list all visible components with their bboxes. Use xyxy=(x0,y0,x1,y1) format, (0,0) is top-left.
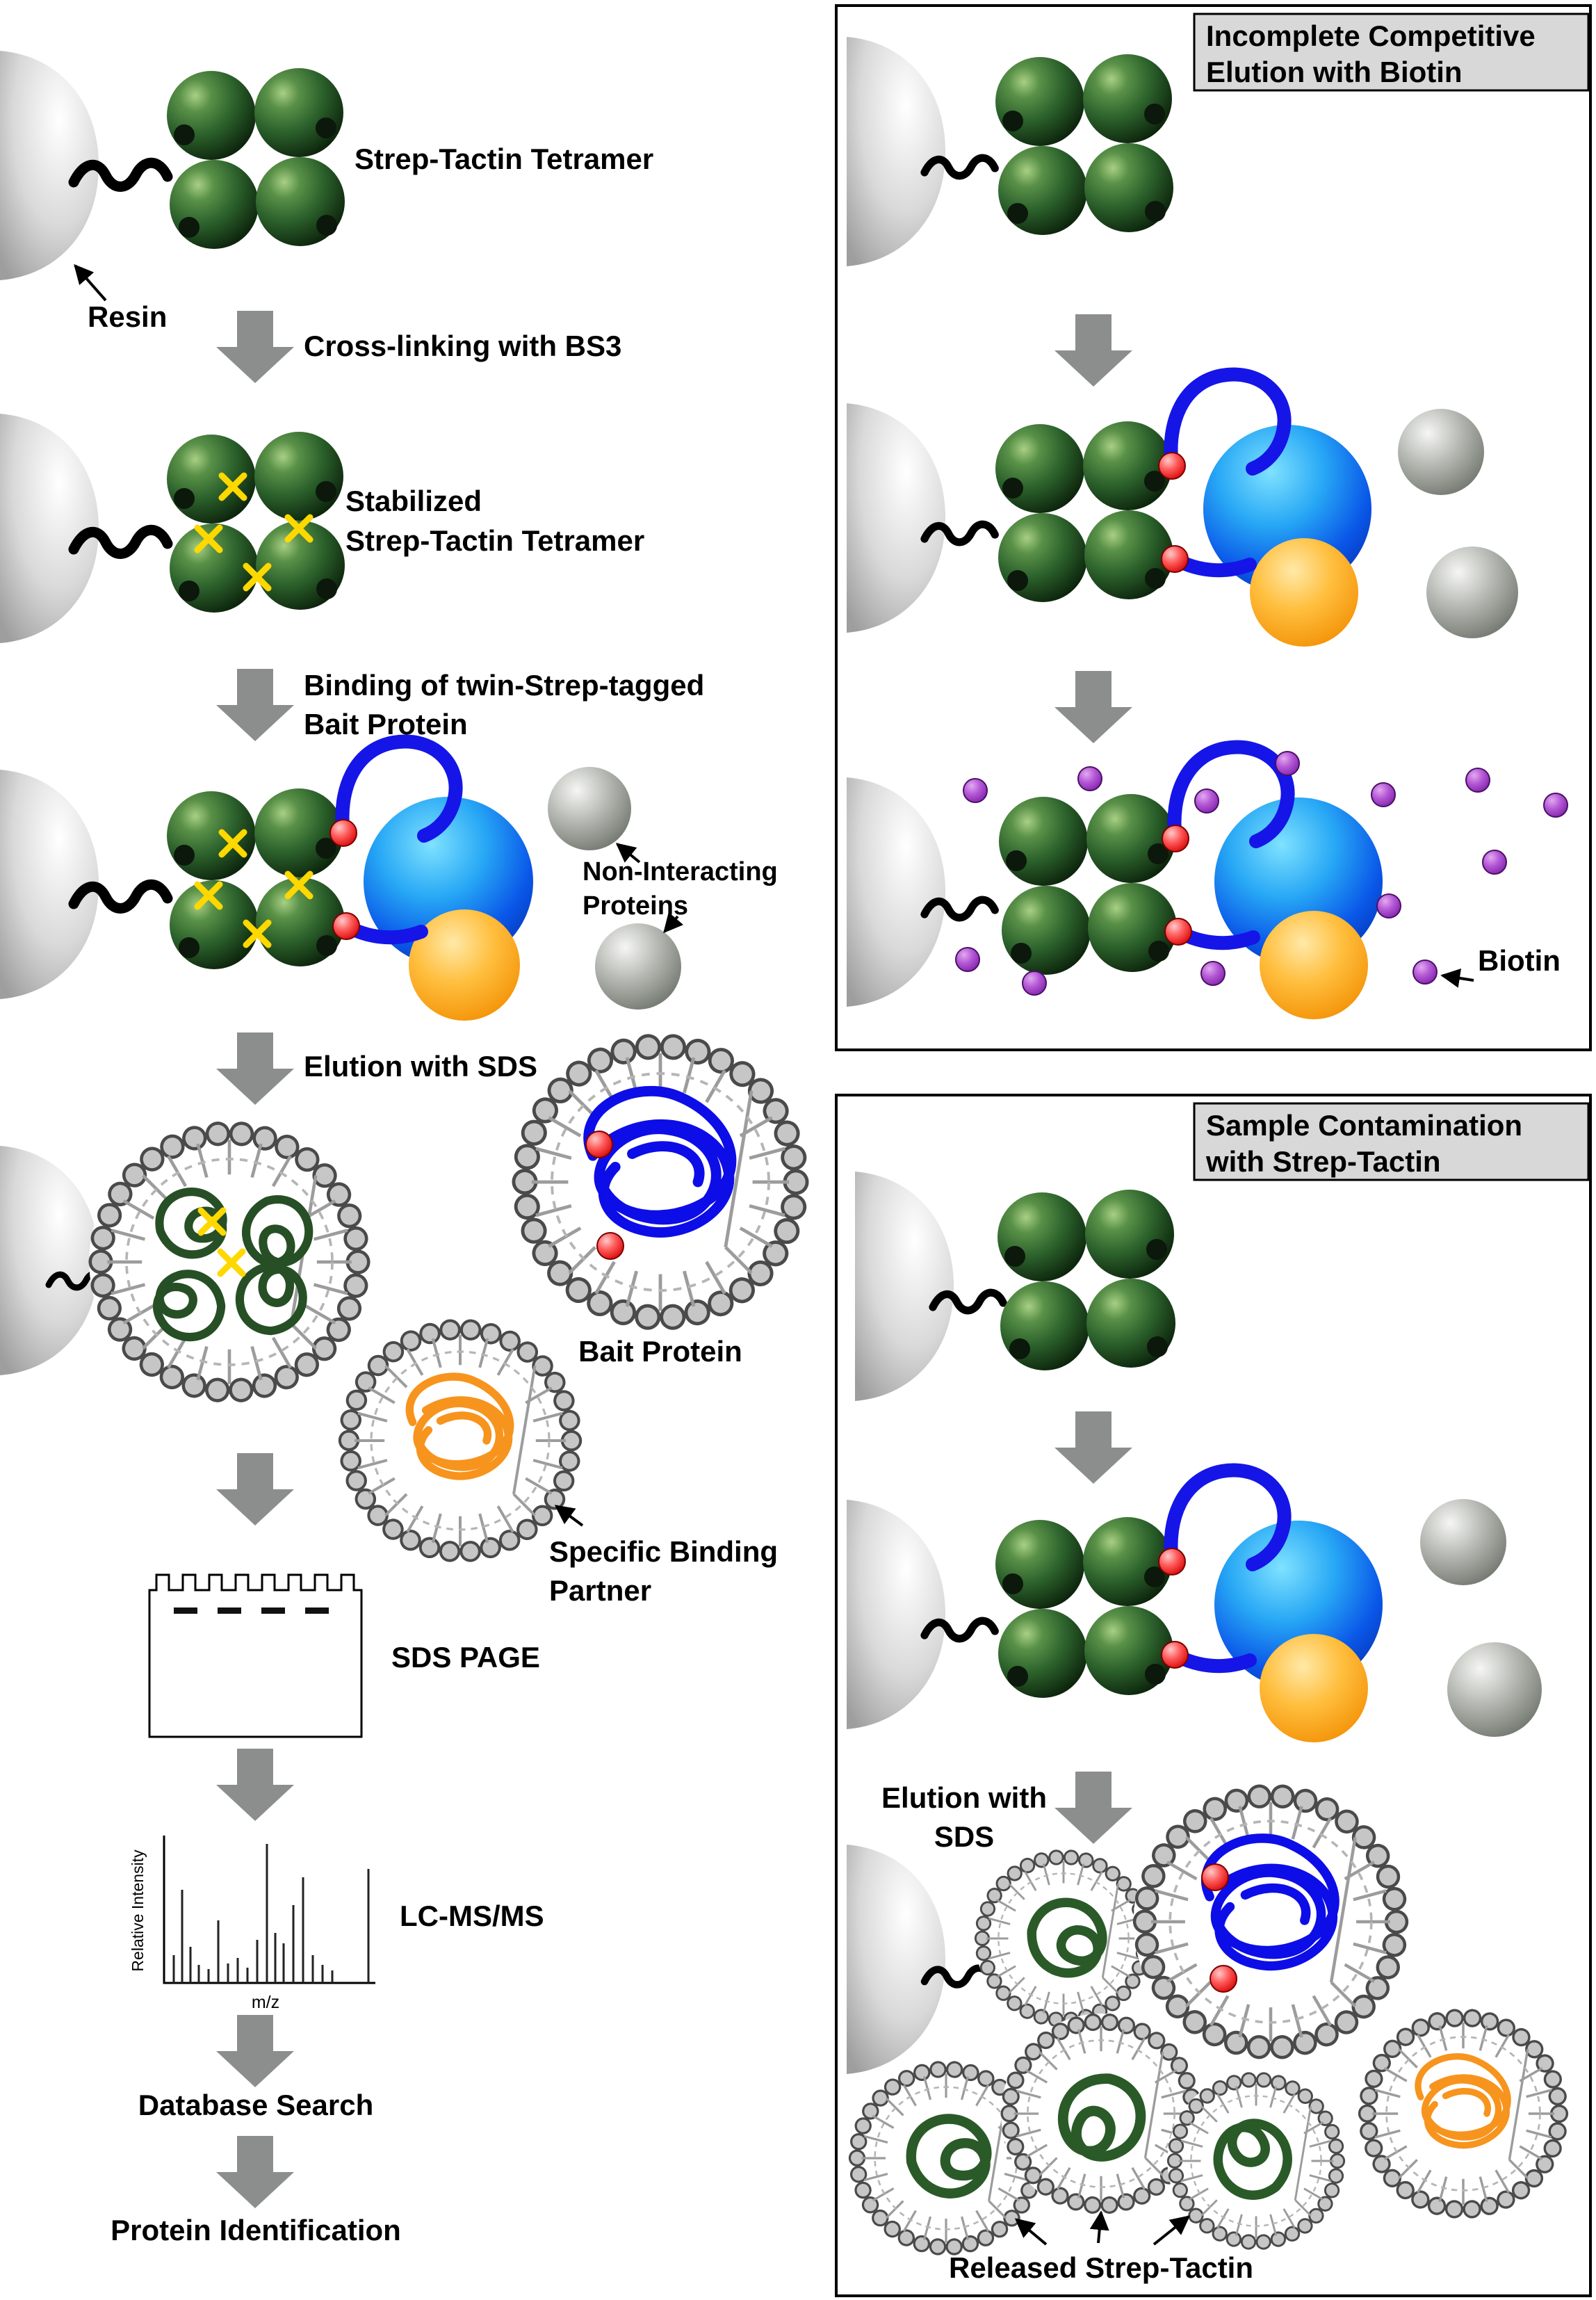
spectrum-peaks xyxy=(172,1844,370,1983)
lcms-label: LC-MS/MS xyxy=(400,1900,544,1932)
arrow-to-gel xyxy=(216,1453,294,1525)
gel-outline xyxy=(148,1573,363,1738)
spectrum-ylabel: Relative Intensity xyxy=(129,1849,147,1972)
non-interacting-label-line1: Non-Interacting xyxy=(583,857,778,886)
protein-id-label: Protein Identification xyxy=(111,2214,401,2246)
contamination-panel-title-line2: with Strep-Tactin xyxy=(1205,1145,1441,1178)
partner-micelle xyxy=(1359,2009,1568,2219)
step-bait-complex: Non-Interacting Proteins xyxy=(0,742,778,1021)
arrow-elution-sds xyxy=(216,1032,294,1105)
pointer-arrow xyxy=(1014,2218,1048,2246)
biotin-panel: Incomplete Competitive Elution with Biot… xyxy=(835,4,1592,1051)
resin-label: Resin xyxy=(88,300,167,333)
partner-micelle xyxy=(339,1320,582,1562)
arrow2-label-line1: Binding of twin-Strep-tagged xyxy=(304,669,704,702)
non-interacting-protein-sphere xyxy=(1447,1642,1542,1737)
sds-page-gel: SDS PAGE xyxy=(148,1573,540,1738)
arrow-crosslinking xyxy=(216,311,294,383)
step1-title: Strep-Tactin Tetramer xyxy=(355,143,653,175)
spectrum-axes xyxy=(163,1836,375,1984)
bait-micelle-label: Bait Protein xyxy=(578,1335,742,1368)
pointer-arrow xyxy=(615,843,641,864)
gel-band xyxy=(305,1607,329,1614)
non-interacting-label-line2: Proteins xyxy=(583,891,688,921)
arrow3-label: Elution with SDS xyxy=(304,1050,537,1083)
sds-page-label: SDS PAGE xyxy=(391,1641,540,1674)
biotin-panel-title-line2: Elution with Biotin xyxy=(1206,56,1463,88)
arrow2-label-line2: Bait Protein xyxy=(304,708,468,740)
non-interacting-protein-sphere xyxy=(1398,409,1484,495)
bait-micelle xyxy=(1134,1785,1408,2059)
gel-band xyxy=(261,1607,285,1614)
non-interacting-protein-sphere xyxy=(548,767,631,850)
pointer-arrow xyxy=(1089,2210,1109,2244)
arrow-to-database-search xyxy=(216,2015,294,2087)
left-workflow: Strep-Tactin Tetramer Resin Cross-linkin… xyxy=(0,51,808,2246)
step-strep-tactin-tetramer: Strep-Tactin Tetramer Resin xyxy=(0,51,653,333)
pointer-arrow xyxy=(1440,969,1474,988)
spectrum-xlabel: m/z xyxy=(252,1993,279,2012)
step2-title-line2: Strep-Tactin Tetramer xyxy=(345,524,644,557)
non-interacting-protein-sphere xyxy=(1420,1499,1506,1585)
pointer-arrow xyxy=(554,1505,584,1527)
non-interacting-protein-sphere xyxy=(595,923,681,1010)
micelle-cluster: Bait Protein Specific Binding Partner xyxy=(0,1034,808,1607)
resin-bead xyxy=(0,414,99,643)
elution-label-line2: SDS xyxy=(934,1820,994,1853)
released-strep-tactin-label: Released Strep-Tactin xyxy=(949,2251,1253,2284)
partner-label-line1: Specific Binding xyxy=(549,1535,778,1568)
arrow1-label: Cross-linking with BS3 xyxy=(304,330,621,362)
binding-partner-sphere xyxy=(1260,911,1368,1019)
step-stabilized-tetramer: Stabilized Strep-Tactin Tetramer xyxy=(0,414,644,643)
non-interacting-protein-sphere xyxy=(1426,546,1518,638)
gel-band xyxy=(218,1607,241,1614)
panel-title-box xyxy=(1193,13,1590,92)
binding-partner-sphere xyxy=(1250,538,1358,647)
panel-title-box xyxy=(1193,1102,1590,1181)
strep-tactin-tetramer xyxy=(167,432,345,613)
binding-partner-sphere xyxy=(1260,1634,1368,1742)
contamination-panel: Sample Contamination with Strep-Tactin E… xyxy=(835,1094,1592,2297)
gel-band xyxy=(174,1607,197,1614)
biotin-panel-title-line1: Incomplete Competitive xyxy=(1206,19,1536,52)
elution-label-line1: Elution with xyxy=(881,1781,1047,1814)
resin-pointer-arrow xyxy=(74,264,107,302)
mass-spectrum: Relative Intensity m/z LC-MS/MS xyxy=(129,1836,544,2012)
biotin-label: Biotin xyxy=(1478,944,1561,977)
arrow-binding xyxy=(216,669,294,741)
binding-partner-sphere xyxy=(409,909,520,1021)
pointer-arrow xyxy=(663,912,684,934)
resin-bead xyxy=(0,1146,99,1375)
partner-label-line2: Partner xyxy=(549,1574,651,1607)
database-search-label: Database Search xyxy=(138,2089,374,2121)
strep-tactin-tetramer xyxy=(167,68,345,249)
arrow-to-lcms xyxy=(216,1749,294,1821)
contamination-panel-title-line1: Sample Contamination xyxy=(1206,1109,1522,1142)
step2-title-line1: Stabilized xyxy=(345,485,482,517)
bait-micelle xyxy=(512,1034,808,1329)
arrow-to-protein-id xyxy=(216,2136,294,2208)
strep-tactin-tetramer xyxy=(167,788,345,969)
pointer-arrow xyxy=(1153,2215,1191,2246)
